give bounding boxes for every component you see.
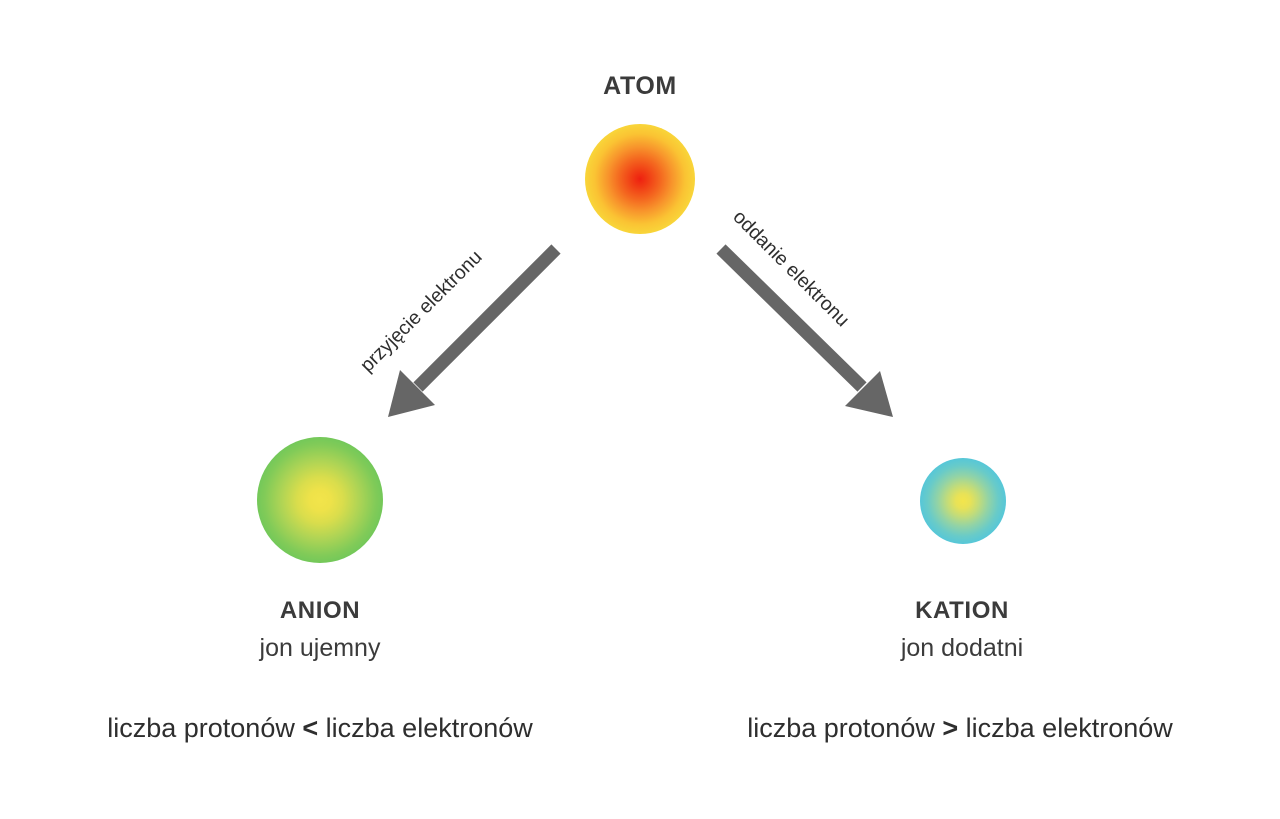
kation-title: KATION <box>915 597 1009 624</box>
anion-title: ANION <box>279 597 361 624</box>
atom-title: ATOM <box>603 72 677 100</box>
anion-relation-operator: < <box>302 713 319 743</box>
anion-sphere <box>257 437 383 563</box>
kation-sphere <box>920 458 1006 544</box>
kation-subtitle: jon dodatni <box>900 634 1024 662</box>
arrow-donate-electron-shaft <box>716 244 867 392</box>
kation-relation-left-term: liczba protonów <box>747 713 935 743</box>
arrow-accept-electron-shaft <box>413 244 561 392</box>
arrow-donate-electron-head <box>845 371 893 417</box>
anion-subtitle: jon ujemny <box>259 634 381 662</box>
arrow-accept-electron-head <box>388 370 435 417</box>
arrow-accept-electron <box>388 244 561 417</box>
kation-relation-operator: > <box>942 713 959 743</box>
anion-relation: liczba protonów < liczba elektronów <box>10 713 630 744</box>
arrow-donate-electron <box>716 244 893 417</box>
anion-relation-right-term: liczba elektronów <box>325 713 533 743</box>
anion-relation-left-term: liczba protonów <box>107 713 295 743</box>
kation-relation: liczba protonów > liczba elektronów <box>650 713 1270 744</box>
kation-relation-right-term: liczba elektronów <box>965 713 1173 743</box>
atom-sphere <box>585 124 695 234</box>
